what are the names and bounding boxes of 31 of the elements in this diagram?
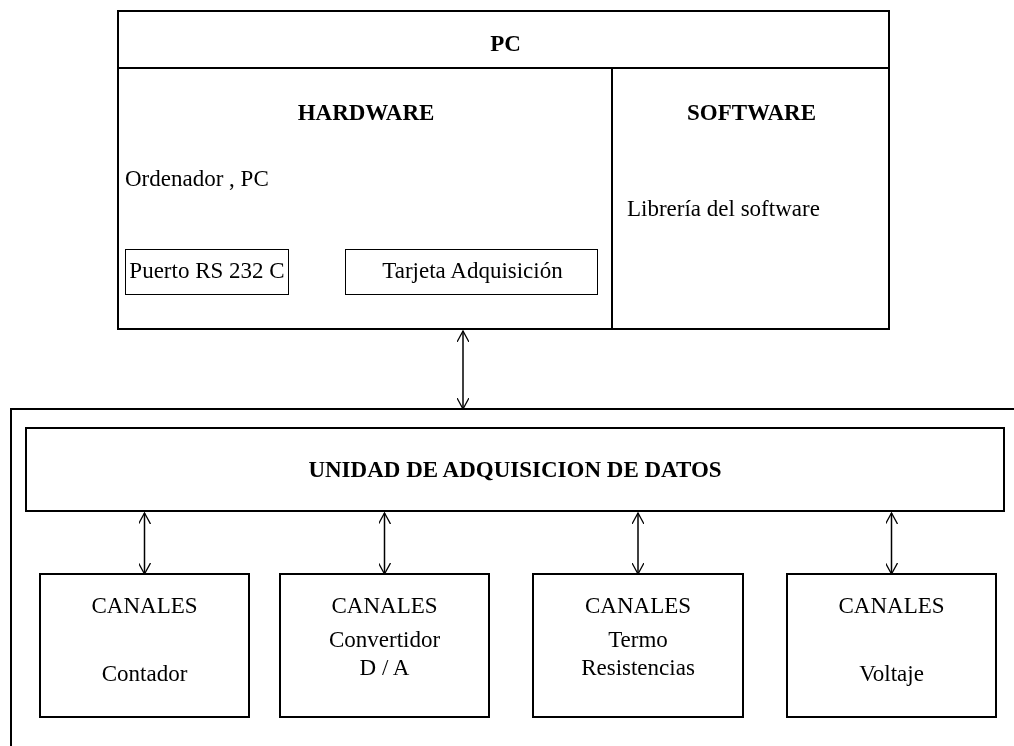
heading: SOFTWARE xyxy=(685,99,818,127)
label-text: Ordenador , PC xyxy=(125,165,270,193)
heading: PC xyxy=(489,30,522,58)
card-box xyxy=(345,249,598,295)
label-text: CANALES xyxy=(583,592,693,620)
label-text: CANALES xyxy=(837,592,946,620)
double-arrow xyxy=(377,512,392,575)
double-arrow xyxy=(137,512,152,575)
hardware-panel xyxy=(119,67,613,330)
double-arrow xyxy=(631,512,645,575)
label-text: Puerto RS 232 C xyxy=(128,257,286,285)
label-text: Voltaje xyxy=(858,660,925,688)
channel-box xyxy=(39,573,250,718)
heading: UNIDAD DE ADQUISICION DE DATOS xyxy=(307,456,723,484)
label-text: Contador xyxy=(100,660,189,688)
label-text: Tarjeta Adquisición xyxy=(381,257,564,285)
label-text: Librería del software xyxy=(627,195,821,223)
channel-box xyxy=(786,573,997,718)
pc-box xyxy=(117,10,890,330)
double-arrow xyxy=(884,512,899,575)
channel-box xyxy=(279,573,490,718)
outer-frame xyxy=(10,408,1014,746)
double-arrow xyxy=(456,330,470,410)
heading: HARDWARE xyxy=(296,99,436,127)
label-text: CANALES xyxy=(90,592,199,620)
channel-box xyxy=(532,573,744,718)
label-text: Termo Resistencias xyxy=(580,626,696,682)
acquisition-unit-box xyxy=(25,427,1005,512)
label-text: Convertidor D / A xyxy=(327,626,442,682)
port-box xyxy=(125,249,289,295)
label-text: CANALES xyxy=(330,592,439,620)
